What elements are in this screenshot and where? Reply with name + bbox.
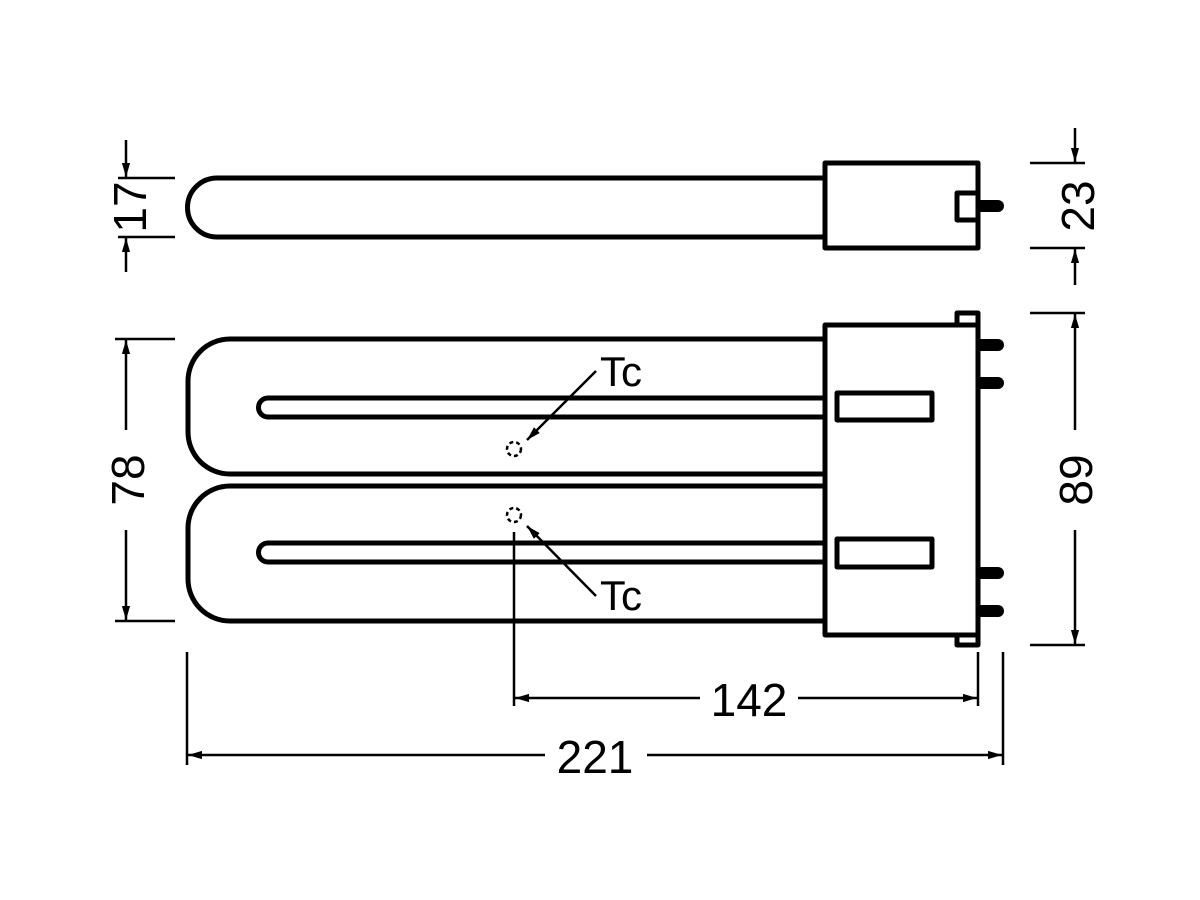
tc-lower-leader (526, 525, 597, 597)
pin (978, 339, 1004, 351)
lower-slot (256, 540, 825, 565)
dim-78-label: 78 (102, 454, 154, 505)
dim-142-label: 142 (711, 674, 788, 726)
tc-point-lower (505, 506, 523, 524)
pin (978, 605, 1004, 617)
dim-tc-to-base: 142 (512, 532, 980, 726)
front-base (822, 322, 981, 638)
bottom-tab (954, 632, 981, 648)
tc-lower-label: Tc (600, 572, 642, 619)
side-pin (978, 200, 1004, 212)
dim-tube-width: 78 (102, 337, 175, 623)
pins (978, 339, 1004, 617)
side-key (954, 190, 981, 223)
tc-point-upper (505, 440, 523, 458)
dim-base-width: 89 (1030, 311, 1102, 647)
tc-upper-leader (526, 370, 597, 441)
tc-upper-label: Tc (600, 348, 642, 395)
lower-window (834, 536, 935, 570)
upper-window (834, 390, 935, 423)
side-view (185, 160, 1004, 251)
lower-tube (185, 483, 825, 624)
dim-89-label: 89 (1050, 454, 1102, 505)
side-tube (185, 175, 825, 240)
front-view: Tc Tc (185, 310, 1004, 648)
dim-base-height: 23 (1030, 128, 1104, 285)
dim-23-label: 23 (1052, 180, 1104, 231)
dim-221-label: 221 (557, 731, 634, 783)
upper-slot (256, 395, 825, 420)
dim-tube-diameter: 17 (104, 140, 175, 272)
pin (978, 567, 1004, 579)
pin (978, 377, 1004, 389)
top-tab (954, 310, 981, 328)
upper-tube (185, 336, 825, 477)
dim-17-label: 17 (104, 181, 156, 232)
dim-overall-length: 221 (185, 652, 1005, 783)
